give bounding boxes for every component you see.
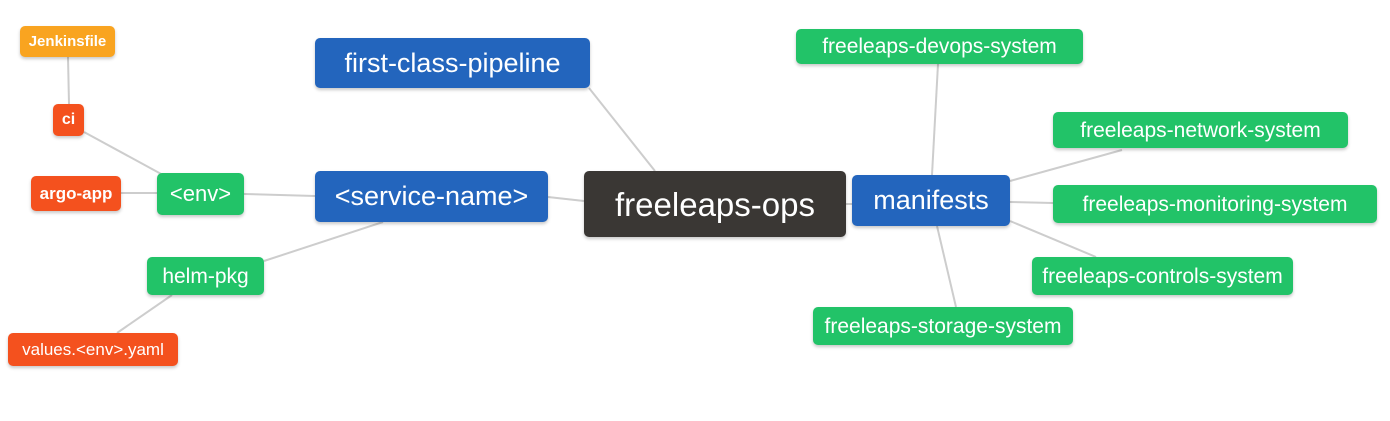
node-first-class-pipeline[interactable]: first-class-pipeline	[315, 38, 590, 88]
edge-manifests--freeleaps-storage-system	[936, 225, 957, 308]
node-freeleaps-controls-system[interactable]: freeleaps-controls-system	[1032, 257, 1293, 295]
node-service-name[interactable]: <service-name>	[315, 171, 548, 222]
edge-manifests--freeleaps-controls-system	[1009, 220, 1097, 258]
node-freeleaps-devops-system[interactable]: freeleaps-devops-system	[796, 29, 1083, 64]
edge-freeleaps-devops-system--manifests	[931, 63, 939, 176]
node-label: ci	[61, 111, 76, 128]
node-label: freeleaps-storage-system	[824, 314, 1062, 338]
node-label: <service-name>	[334, 181, 529, 211]
edge-env--service-name	[243, 193, 316, 197]
edge-manifests--freeleaps-network-system	[1009, 149, 1123, 182]
edge-jenkinsfile--ci	[67, 56, 70, 105]
edge-helm-pkg--service-name	[263, 221, 384, 262]
node-label: values.<env>.yaml	[22, 340, 164, 359]
node-argo-app[interactable]: argo-app	[31, 176, 121, 211]
node-freeleaps-ops[interactable]: freeleaps-ops	[584, 171, 846, 237]
node-label: helm-pkg	[162, 264, 249, 288]
node-label: argo-app	[39, 184, 113, 203]
edge-ci--env	[83, 131, 164, 176]
node-label: Jenkinsfile	[28, 33, 107, 50]
node-label: freeleaps-network-system	[1080, 118, 1321, 142]
node-manifests[interactable]: manifests	[852, 175, 1010, 226]
node-label: first-class-pipeline	[344, 47, 561, 78]
edge-first-class-pipeline--freeleaps-ops	[588, 87, 656, 172]
node-freeleaps-monitoring-system[interactable]: freeleaps-monitoring-system	[1053, 185, 1377, 223]
edge-service-name--freeleaps-ops	[547, 196, 585, 202]
node-freeleaps-storage-system[interactable]: freeleaps-storage-system	[813, 307, 1073, 345]
node-helm-pkg[interactable]: helm-pkg	[147, 257, 264, 295]
node-label: freeleaps-ops	[615, 185, 815, 223]
edge-values-env-yaml--helm-pkg	[116, 294, 173, 334]
node-values-env-yaml[interactable]: values.<env>.yaml	[8, 333, 178, 366]
node-label: manifests	[873, 185, 989, 215]
node-label: freeleaps-controls-system	[1042, 264, 1283, 288]
node-env[interactable]: <env>	[157, 173, 244, 215]
node-freeleaps-network-system[interactable]: freeleaps-network-system	[1053, 112, 1348, 148]
edge-manifests--freeleaps-monitoring-system	[1009, 201, 1054, 204]
node-ci[interactable]: ci	[53, 104, 84, 136]
node-label: <env>	[169, 181, 232, 206]
node-label: freeleaps-devops-system	[822, 35, 1057, 58]
node-label: freeleaps-monitoring-system	[1082, 192, 1348, 216]
node-jenkinsfile[interactable]: Jenkinsfile	[20, 26, 115, 57]
